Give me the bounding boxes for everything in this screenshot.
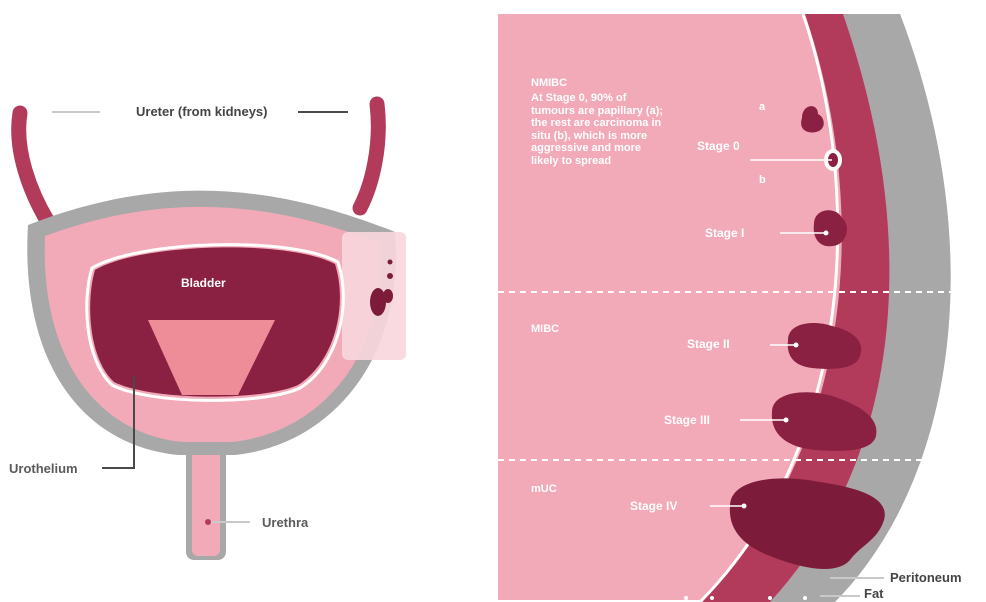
- section-mibc-label: MIBC: [531, 323, 559, 335]
- ureter-label: Ureter (from kidneys): [136, 104, 267, 119]
- bladder-illustration: [19, 104, 406, 560]
- right-ureter: [360, 104, 378, 208]
- bladder-label: Bladder: [181, 276, 226, 290]
- stage-2-label: Stage II: [687, 337, 730, 351]
- stage-1-label: Stage I: [705, 226, 744, 240]
- stage-3-label: Stage III: [664, 413, 710, 427]
- stage-0-label: Stage 0: [697, 139, 740, 153]
- section-nmibc-label: NMIBC: [531, 77, 567, 89]
- peritoneum-label: Peritoneum: [890, 570, 962, 585]
- marker-b-label: b: [759, 174, 766, 186]
- left-ureter: [19, 113, 48, 222]
- fat-label: Fat: [864, 586, 884, 601]
- marker-a-label: a: [759, 101, 765, 113]
- nmibc-description: At Stage 0, 90% of tumours are papillary…: [531, 92, 666, 168]
- urethra-label: Urethra: [262, 515, 308, 530]
- urothelium-label: Urothelium: [9, 461, 78, 476]
- stage-4-label: Stage IV: [630, 499, 677, 513]
- section-muc-label: mUC: [531, 483, 557, 495]
